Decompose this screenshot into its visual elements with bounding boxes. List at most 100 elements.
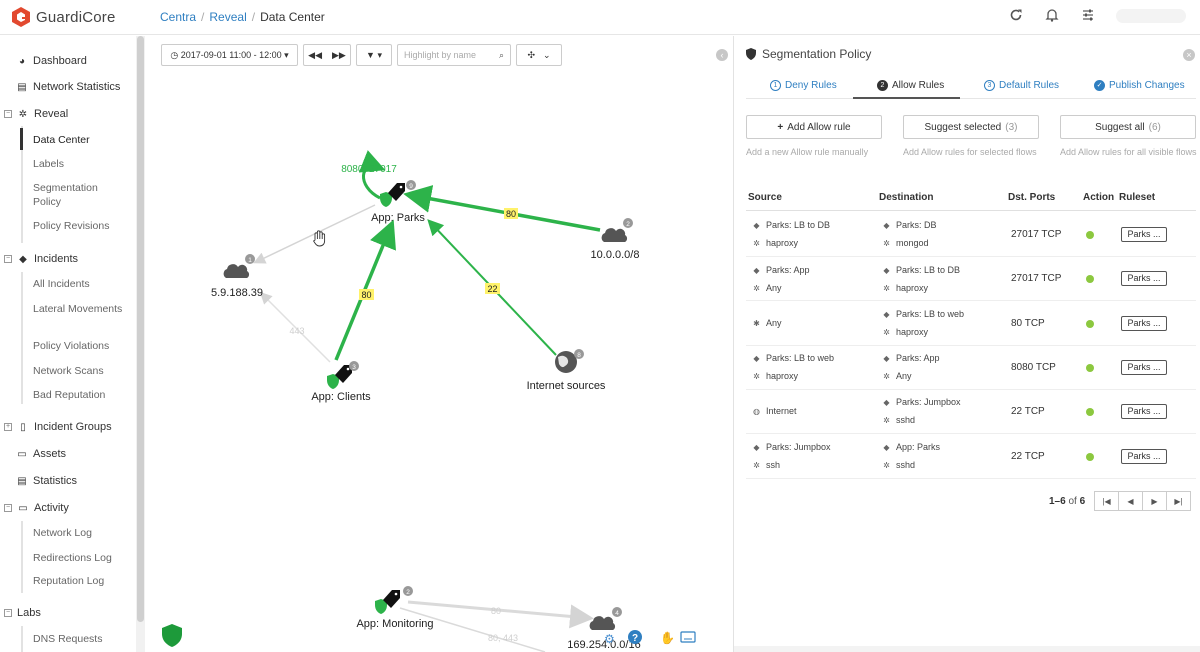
bell-icon[interactable]	[1044, 8, 1060, 24]
layout-button[interactable]: ✣ ⌄	[516, 44, 562, 66]
collapse-toggle-icon[interactable]: −	[4, 609, 12, 617]
sidebar-subitem-labels[interactable]: Labels	[33, 158, 64, 170]
sidebar-subitem-all-incidents[interactable]: All Incidents	[33, 278, 90, 290]
sidebar-item-reveal[interactable]: − ✲ Reveal	[4, 108, 68, 120]
tab-default-rules[interactable]: 3 Default Rules	[984, 80, 1059, 91]
sidebar-subitem-lateral-movements[interactable]: Lateral Movements	[33, 303, 123, 315]
tag-icon: ◆	[883, 442, 890, 452]
alert-diamond-icon: ◆	[19, 253, 27, 265]
app-logo[interactable]: GuardiCore	[12, 7, 116, 27]
allow-status-icon	[1086, 231, 1094, 239]
sidebar-item-label: Incident Groups	[34, 421, 112, 433]
close-panel-icon[interactable]: ×	[1183, 49, 1195, 61]
column-header-dst-ports[interactable]: Dst. Ports	[1008, 192, 1056, 203]
add-allow-rule-button[interactable]: + Add Allow rule	[746, 115, 882, 139]
ruleset-button[interactable]: Parks ...	[1121, 227, 1167, 242]
sidebar-item-statistics[interactable]: ▤ Statistics	[16, 475, 77, 487]
tab-allow-rules[interactable]: 2 Allow Rules	[877, 80, 944, 91]
keyboard-icon[interactable]	[680, 631, 696, 643]
collapse-toggle-icon[interactable]: −	[4, 110, 12, 118]
active-tab-indicator	[853, 97, 960, 99]
destination-process: ✲mongod	[883, 238, 929, 248]
collapse-toggle-icon[interactable]: −	[4, 255, 12, 263]
sidebar-item-activity[interactable]: − ▭ Activity	[4, 502, 69, 514]
column-header-source[interactable]: Source	[748, 192, 782, 203]
node-subnet[interactable]: 2 10.0.0.0/8	[591, 218, 640, 261]
sidebar-subitem-segmentation-policy[interactable]: Segmentation Policy	[33, 182, 98, 208]
node-internet-sources[interactable]: 8 Internet sources	[527, 349, 606, 392]
destination-label: ◆Parks: Jumpbox	[883, 397, 961, 407]
suggest-all-button[interactable]: Suggest all (6)	[1060, 115, 1196, 139]
edge-label-bg	[504, 208, 518, 219]
sidebar-item-incident-groups[interactable]: + ▯ Incident Groups	[4, 421, 112, 433]
edge-parks-self-loop[interactable]	[358, 150, 386, 200]
node-app-parks[interactable]: 9 App: Parks	[371, 180, 425, 224]
suggest-selected-button[interactable]: Suggest selected (3)	[903, 115, 1039, 139]
breadcrumb-centra[interactable]: Centra	[160, 10, 197, 24]
first-page-icon[interactable]: |◀	[1094, 491, 1119, 511]
highlight-search-input[interactable]: Highlight by name ⌕	[397, 44, 511, 66]
button-label: Add Allow rule	[787, 121, 851, 133]
tab-publish-changes[interactable]: ✓ Publish Changes	[1094, 80, 1185, 91]
column-header-action[interactable]: Action	[1083, 192, 1115, 203]
sidebar-subitem-network-scans[interactable]: Network Scans	[33, 365, 104, 377]
sidebar-subitem-dns-requests[interactable]: DNS Requests	[33, 633, 103, 645]
node-link-local[interactable]: 4 169.254.0.0/16	[567, 607, 641, 651]
edge-clients-to-ext-ip[interactable]	[259, 291, 331, 363]
sidebar-item-assets[interactable]: ▭ Assets	[16, 448, 66, 460]
node-external-ip[interactable]: 1 5.9.188.39	[211, 254, 263, 299]
ruleset-button[interactable]: Parks ...	[1121, 360, 1167, 375]
last-page-icon[interactable]: ▶|	[1166, 491, 1191, 511]
hand-cursor-icon	[312, 230, 326, 247]
user-menu[interactable]	[1116, 9, 1186, 23]
tag-icon: ◆	[883, 220, 890, 230]
node-badge-count: 2	[626, 221, 630, 228]
tab-label: Default Rules	[999, 80, 1060, 91]
collapse-toggle-icon[interactable]: −	[4, 504, 12, 512]
sidebar-subitem-policy-violations[interactable]: Policy Violations	[33, 340, 110, 352]
node-app-clients[interactable]: 3 App: Clients	[311, 361, 371, 403]
tab-deny-rules[interactable]: 1 Deny Rules	[770, 80, 837, 91]
column-header-destination[interactable]: Destination	[879, 192, 934, 203]
sidebar-item-incidents[interactable]: − ◆ Incidents	[4, 253, 78, 265]
ruleset-button[interactable]: Parks ...	[1121, 316, 1167, 331]
sidebar-subitem-network-log[interactable]: Network Log	[33, 527, 92, 539]
collapse-left-icon[interactable]: ‹	[716, 49, 728, 61]
fast-forward-icon[interactable]: ▶▶	[332, 49, 346, 60]
next-page-icon[interactable]: ▶	[1142, 491, 1167, 511]
ruleset-button[interactable]: Parks ...	[1121, 404, 1167, 419]
edge-monitoring-80[interactable]	[407, 600, 594, 629]
sliders-icon[interactable]	[1080, 8, 1096, 24]
ruleset-button[interactable]: Parks ...	[1121, 449, 1167, 464]
graph-canvas[interactable]	[150, 36, 712, 652]
source-label: ◆Parks: Jumpbox	[753, 442, 831, 452]
edge-monitoring-80-443[interactable]	[399, 607, 546, 652]
settings-gears-icon[interactable]: ⚙	[604, 632, 615, 646]
node-app-monitoring[interactable]: 2 App: Monitoring	[356, 586, 434, 630]
sidebar-subitem-policy-revisions[interactable]: Policy Revisions	[33, 220, 110, 232]
breadcrumb-reveal[interactable]: Reveal	[209, 10, 247, 24]
ruleset-button[interactable]: Parks ...	[1121, 271, 1167, 286]
sidebar-scrollbar-thumb[interactable]	[137, 36, 144, 622]
sidebar-item-labs[interactable]: − Labs	[4, 607, 41, 619]
collapse-toggle-icon[interactable]: +	[4, 423, 12, 431]
tab-number-icon: 3	[984, 80, 995, 91]
prev-page-icon[interactable]: ◀	[1118, 491, 1143, 511]
help-icon[interactable]	[628, 630, 642, 644]
filter-button[interactable]: ▼ ▾	[356, 44, 392, 66]
sidebar-subitem-redirections-log[interactable]: Redirections Log	[33, 552, 112, 564]
panel-horizontal-scrollbar[interactable]	[734, 646, 1200, 652]
sidebar-item-dashboard[interactable]: ◕ Dashboard	[16, 55, 87, 67]
column-header-ruleset[interactable]: Ruleset	[1119, 192, 1156, 203]
topology-graph[interactable]: 80 80 22 8080, 27017 443 80 80, 443 9 Ap…	[150, 36, 712, 652]
sidebar-subitem-bad-reputation[interactable]: Bad Reputation	[33, 389, 106, 401]
shield-icon[interactable]	[162, 624, 182, 647]
refresh-icon[interactable]	[1008, 8, 1024, 24]
sidebar-item-network-statistics[interactable]: ▤ Network Statistics	[16, 81, 120, 93]
sidebar-subitem-data-center[interactable]: Data Center	[33, 134, 90, 146]
hand-tool-icon[interactable]: ✋	[660, 631, 675, 645]
time-range-picker[interactable]: ◷ 2017-09-01 11:00 - 12:00 ▾	[161, 44, 298, 66]
rewind-icon[interactable]: ◀◀	[308, 49, 322, 60]
tab-label: Deny Rules	[785, 80, 837, 91]
sidebar-subitem-reputation-log[interactable]: Reputation Log	[33, 575, 105, 587]
